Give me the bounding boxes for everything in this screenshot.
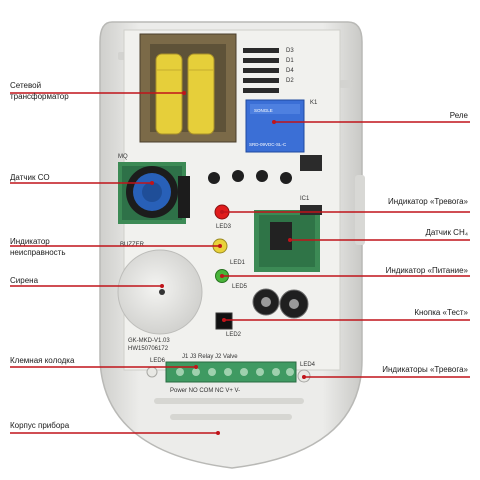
board-serial: HW150706172 <box>128 346 169 352</box>
board-mq: MQ <box>118 154 128 160</box>
diodes <box>243 48 279 93</box>
label-siren: Сирена <box>10 276 39 285</box>
label-power-indicator: Индикатор «Питание» <box>385 266 468 275</box>
co-sensor <box>118 162 190 224</box>
capacitors <box>252 288 309 319</box>
board-led1: LED1 <box>230 260 246 266</box>
board-led5: LED5 <box>232 284 248 290</box>
label-fault-line1: Индикатор <box>10 237 50 246</box>
label-ch4-sensor: Датчик CH₄ <box>425 228 468 237</box>
label-co-sensor: Датчик СО <box>10 173 50 182</box>
board-ic1: IC1 <box>300 196 310 202</box>
board-buzzer: BUZZER <box>120 242 145 248</box>
board-k1: K1 <box>310 100 318 106</box>
board-d4: D4 <box>286 68 294 74</box>
transformer <box>139 33 237 143</box>
ch4-sensor <box>254 210 320 272</box>
board-led3: LED3 <box>216 224 232 230</box>
board-led6: LED6 <box>150 358 166 364</box>
relay <box>245 99 305 153</box>
housing-ribs <box>154 398 304 420</box>
board-d3: D3 <box>286 48 294 54</box>
led-bottom-left <box>146 366 158 378</box>
small-components <box>208 155 322 215</box>
board-led4: LED4 <box>300 362 316 368</box>
label-terminal-block: Клемная колодка <box>10 356 75 365</box>
label-transformer-line1: Сетевой <box>10 81 42 90</box>
label-fault-indicator: Индикатор неисправность <box>10 236 66 258</box>
label-alarm-indicators: Индикаторы «Тревога» <box>382 365 468 374</box>
label-alarm-indicator: Индикатор «Тревога» <box>388 197 468 206</box>
board-terminal-pins: Power NO COM NC V+ V- <box>170 388 240 394</box>
housing-side-clip <box>355 175 365 245</box>
relay-brand: SONGLE <box>254 108 273 113</box>
label-housing: Корпус прибора <box>10 421 70 430</box>
label-test-button: Кнопка «Тест» <box>414 308 468 317</box>
label-relay: Реле <box>449 111 468 120</box>
terminal-block <box>165 361 297 383</box>
label-fault-line2: неисправность <box>10 248 66 257</box>
relay-model: SRD-09VDC-SL-C <box>249 142 287 147</box>
board-model: GK-MKD-V1.03 <box>128 338 170 344</box>
board-terminal-header: J1 J3 Relay J2 Valve <box>182 354 238 360</box>
siren <box>117 249 203 335</box>
board-d1: D1 <box>286 58 294 64</box>
board-led2: LED2 <box>226 332 242 338</box>
label-transformer: Сетевой трансформатор <box>10 80 69 102</box>
label-transformer-line2: трансформатор <box>10 92 69 101</box>
board-d2: D2 <box>286 78 294 84</box>
housing-slot-right <box>340 80 352 88</box>
